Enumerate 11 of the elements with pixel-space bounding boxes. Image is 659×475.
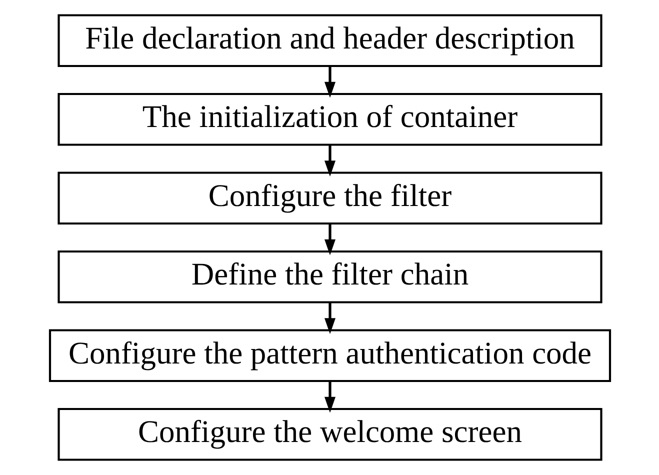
node-box: File declaration and header description — [57, 14, 602, 68]
node-box: Configure the filter — [57, 172, 602, 225]
arrow — [324, 144, 336, 176]
node-box: Configure the welcome screen — [57, 408, 602, 461]
arrow — [324, 381, 336, 413]
node-box: The initialization of container — [57, 92, 602, 146]
node-box: Define the filter chain — [57, 250, 602, 304]
node-box: Configure the pattern authentication code — [48, 329, 611, 382]
arrow — [324, 66, 336, 98]
arrow — [324, 224, 336, 256]
arrow — [324, 302, 336, 334]
